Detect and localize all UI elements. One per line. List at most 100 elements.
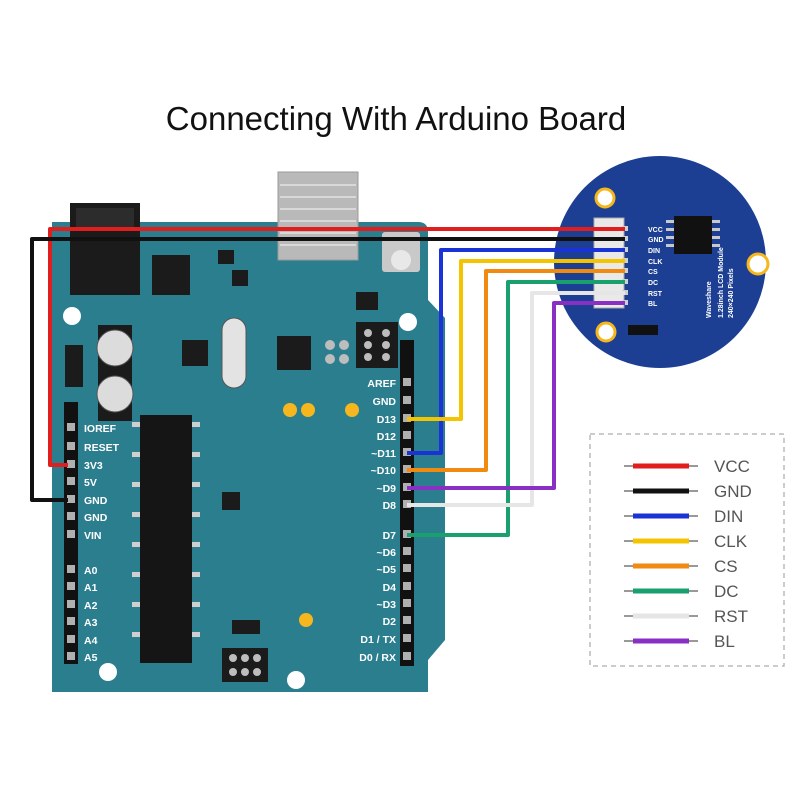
legend-label: GND [714, 482, 752, 501]
legend-label: DC [714, 582, 739, 601]
left-pin-label: VIN [84, 530, 102, 542]
left-pin-label: 5V [84, 477, 97, 489]
header-pin [67, 460, 75, 468]
left-pin-label: IOREF [84, 423, 117, 435]
legend-label: BL [714, 632, 735, 651]
header-pin [67, 652, 75, 660]
right-pin-label: ~D5 [376, 564, 396, 576]
lcd-mounting-hole [746, 252, 770, 276]
legend-item: RST [624, 607, 748, 626]
right-pin-label: D0 / RX [359, 652, 396, 664]
left-pin-label: RESET [84, 442, 120, 454]
mounting-hole [63, 307, 81, 325]
right-pin-label: D8 [383, 500, 397, 512]
wire-din [407, 248, 625, 455]
lcd-model: 1.28inch LCD Module [718, 247, 725, 318]
lcd-pin-label: CLK [648, 259, 662, 266]
legend-label: CLK [714, 532, 748, 551]
left-pin-label: A4 [84, 635, 98, 647]
legend-item: VCC [624, 457, 750, 476]
lcd-pin-label: VCC [648, 227, 663, 234]
wire-gnd [30, 237, 625, 502]
mounting-hole [287, 671, 305, 689]
wire-bl [407, 301, 625, 490]
mounting-hole [99, 663, 117, 681]
header-pin [403, 599, 411, 607]
right-pin-label: ~D9 [376, 483, 396, 495]
header-pin [67, 530, 75, 538]
lcd-pin-label: RST [648, 291, 663, 298]
right-pin-label: AREF [367, 378, 396, 390]
left-pin-label: A1 [84, 582, 98, 594]
header-pin [67, 617, 75, 625]
icsp-header [222, 648, 268, 682]
right-pin-label: D13 [377, 414, 396, 426]
lcd-pin-label: GND [648, 237, 664, 244]
legend-box [589, 433, 785, 667]
led [299, 613, 313, 627]
legend-item: DC [624, 582, 739, 601]
lcd-pin-label: DC [648, 280, 658, 287]
header-pin [67, 512, 75, 520]
left-pin-label: A3 [84, 617, 98, 629]
right-pin-label: D4 [383, 582, 397, 594]
left-pin-label: A5 [84, 652, 98, 664]
right-pin-label: D2 [383, 616, 397, 628]
header-pin [403, 582, 411, 590]
legend-item: GND [624, 482, 752, 501]
lcd-pcb [554, 156, 766, 368]
header-pin [403, 652, 411, 660]
led [283, 403, 297, 417]
right-pin-label: ~D10 [371, 465, 397, 477]
lcd-resolution: 240×240 Pixels [728, 268, 735, 318]
led [345, 403, 359, 417]
legend-label: RST [714, 607, 748, 626]
legend-item: CS [624, 557, 738, 576]
left-pin-label: GND [84, 495, 108, 507]
capacitor [96, 329, 134, 367]
lcd-pin-label: DIN [648, 248, 660, 255]
header-pin [403, 547, 411, 555]
lcd-pin-label: BL [648, 301, 658, 308]
header-pin [403, 396, 411, 404]
left-pin-label: A2 [84, 600, 98, 612]
legend-item: DIN [624, 507, 743, 526]
right-pin-label: ~D11 [371, 448, 396, 460]
lcd-driver-chip [674, 216, 712, 254]
header-pin [403, 378, 411, 386]
legend-label: CS [714, 557, 738, 576]
icsp-header [356, 322, 398, 368]
left-pin-label: A0 [84, 565, 98, 577]
microcontroller-chip [140, 415, 192, 663]
legend-item: CLK [624, 532, 748, 551]
right-pin-label: D7 [383, 530, 397, 542]
right-pin-label: D1 / TX [360, 634, 396, 646]
header-pin [67, 423, 75, 431]
wire-vcc [48, 227, 625, 467]
crystal [221, 317, 247, 389]
right-pin-label: GND [373, 396, 397, 408]
header-pin [67, 477, 75, 485]
wires [30, 227, 625, 537]
header-pin [403, 431, 411, 439]
header-pin [67, 582, 75, 590]
left-pin-label: GND [84, 512, 108, 524]
legend-label: VCC [714, 457, 750, 476]
header-pin [67, 565, 75, 573]
header-pin [67, 442, 75, 450]
lcd-mounting-hole [594, 187, 616, 209]
header-pin [67, 635, 75, 643]
left-pin-label: 3V3 [84, 460, 103, 472]
mounting-hole [399, 313, 417, 331]
header-pin [403, 634, 411, 642]
header-pin [403, 564, 411, 572]
header-pin [403, 616, 411, 624]
legend: VCC GND DIN CLK CS DC RST BL [589, 433, 785, 667]
right-pin-label: ~D3 [376, 599, 396, 611]
right-pin-label: ~D6 [376, 547, 396, 559]
header-pin [67, 600, 75, 608]
header-pin [67, 495, 75, 503]
